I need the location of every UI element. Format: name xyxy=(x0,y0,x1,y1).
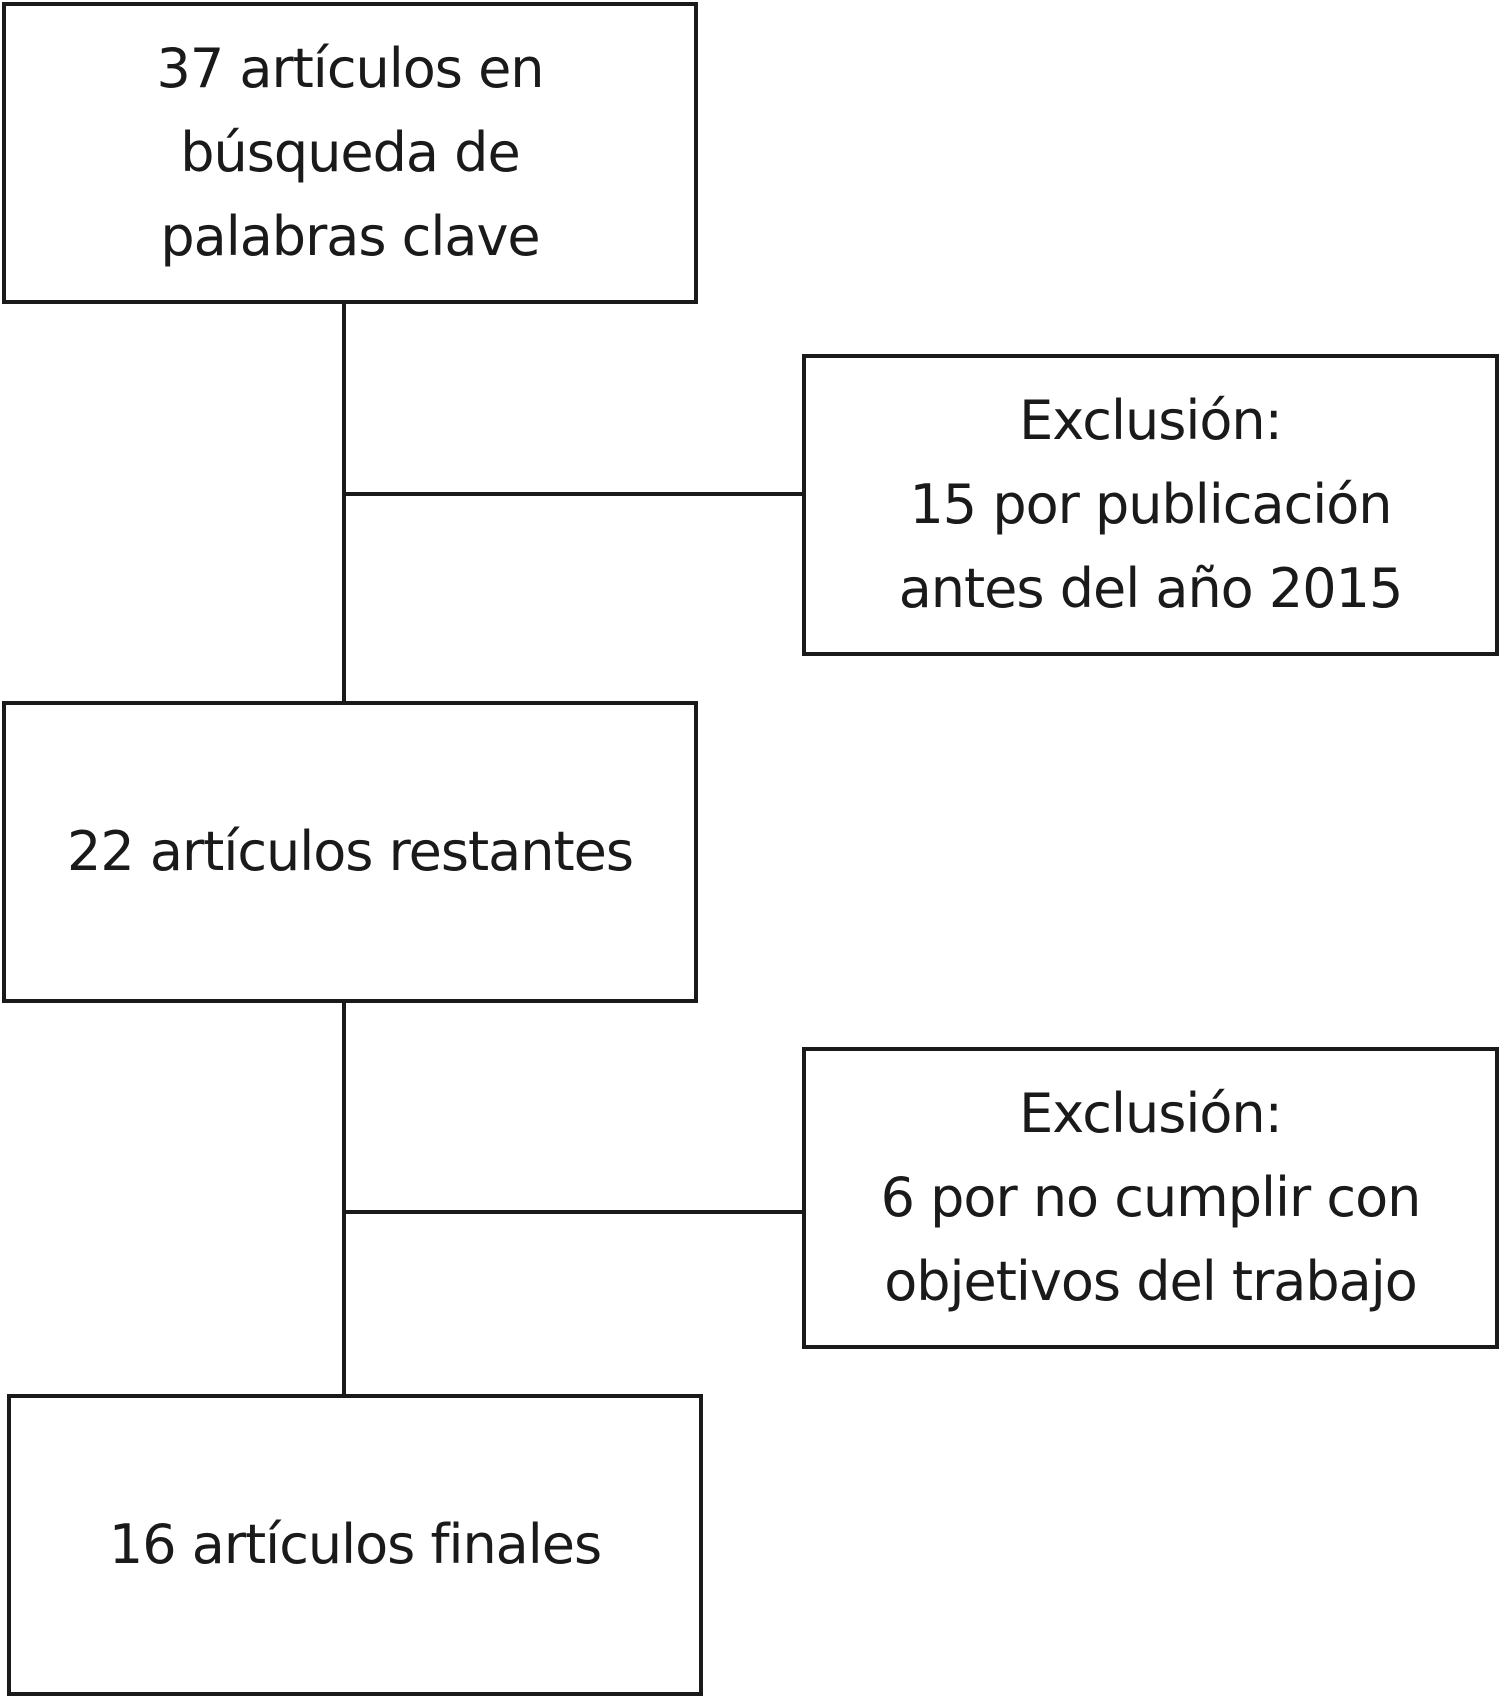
node-text-line: búsqueda de xyxy=(180,121,520,184)
node-final-articles-text: 16 artículos finales xyxy=(108,1503,602,1587)
node-exclusion-2-text: Exclusión: 6 por no cumplir con objetivo… xyxy=(880,1072,1422,1324)
node-text-line: Exclusión: xyxy=(1019,389,1283,452)
node-text-line: objetivos del trabajo xyxy=(884,1250,1418,1313)
node-initial-search: 37 artículos en búsqueda de palabras cla… xyxy=(2,2,698,304)
node-exclusion-2: Exclusión: 6 por no cumplir con objetivo… xyxy=(802,1047,1499,1349)
node-text-line: antes del año 2015 xyxy=(898,557,1404,620)
node-text-line: Exclusión: xyxy=(1019,1082,1283,1145)
node-text-line: 16 artículos finales xyxy=(108,1513,602,1576)
node-remaining-articles-text: 22 artículos restantes xyxy=(67,810,634,894)
node-final-articles: 16 artículos finales xyxy=(7,1394,703,1696)
node-text-line: 6 por no cumplir con xyxy=(880,1166,1422,1229)
node-exclusion-1-text: Exclusión: 15 por publicación antes del … xyxy=(898,379,1404,631)
node-text-line: 22 artículos restantes xyxy=(67,820,634,883)
node-text-line: palabras clave xyxy=(160,205,540,268)
node-initial-search-text: 37 artículos en búsqueda de palabras cla… xyxy=(156,27,544,279)
node-exclusion-1: Exclusión: 15 por publicación antes del … xyxy=(802,354,1499,656)
node-text-line: 15 por publicación xyxy=(909,473,1392,536)
node-remaining-articles: 22 artículos restantes xyxy=(2,701,698,1003)
node-text-line: 37 artículos en xyxy=(156,37,544,100)
